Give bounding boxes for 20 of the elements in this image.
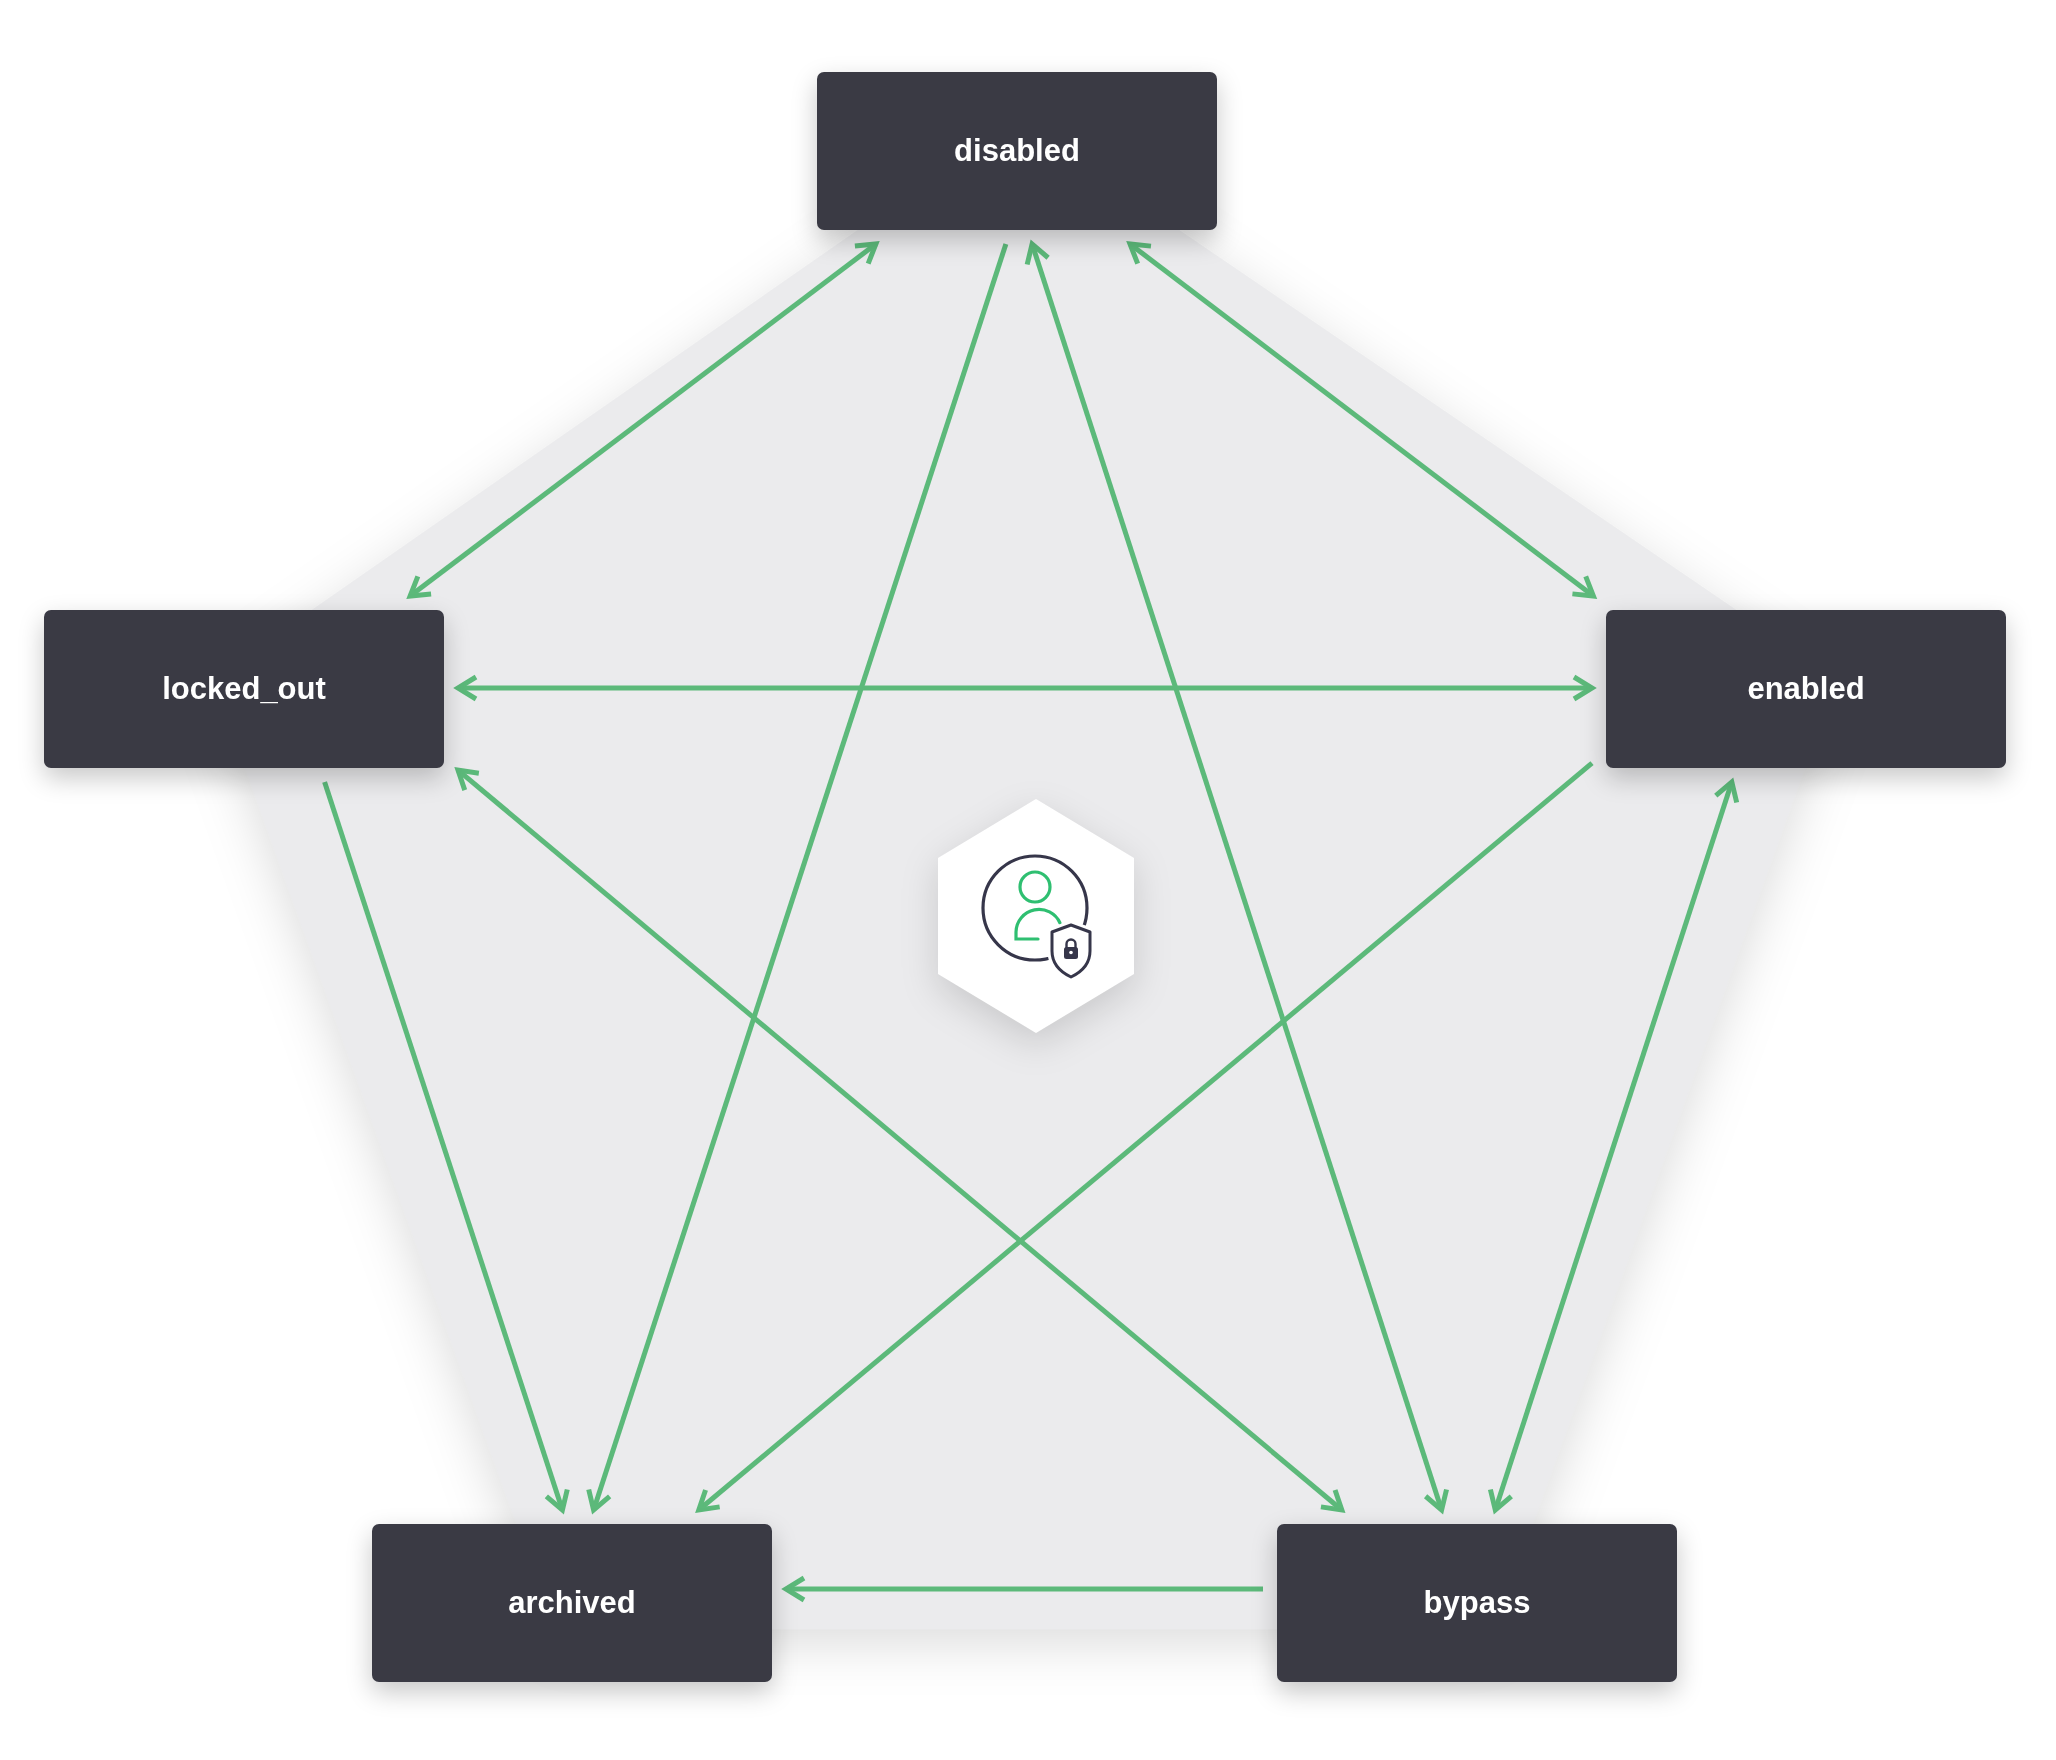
state-label: enabled [1747, 670, 1865, 708]
state-box [372, 1524, 772, 1682]
double-arrow [1024, 241, 1450, 1513]
state-box [44, 610, 444, 768]
state-label: archived [508, 1584, 636, 1622]
double-arrow [1487, 779, 1740, 1513]
state-box [1277, 1524, 1677, 1682]
state-box [817, 72, 1217, 230]
double-arrow [455, 767, 1345, 1513]
arrow [696, 761, 1594, 1513]
arrow [783, 1575, 1263, 1603]
double-arrow [455, 674, 1595, 702]
double-arrow [1127, 241, 1596, 599]
state-box [1606, 610, 2006, 768]
arrow [586, 243, 1009, 1513]
state-label: locked_out [162, 670, 326, 708]
double-arrow [407, 241, 879, 599]
state-label: disabled [954, 132, 1080, 170]
state-label: bypass [1423, 1584, 1531, 1622]
arrow [322, 781, 570, 1513]
